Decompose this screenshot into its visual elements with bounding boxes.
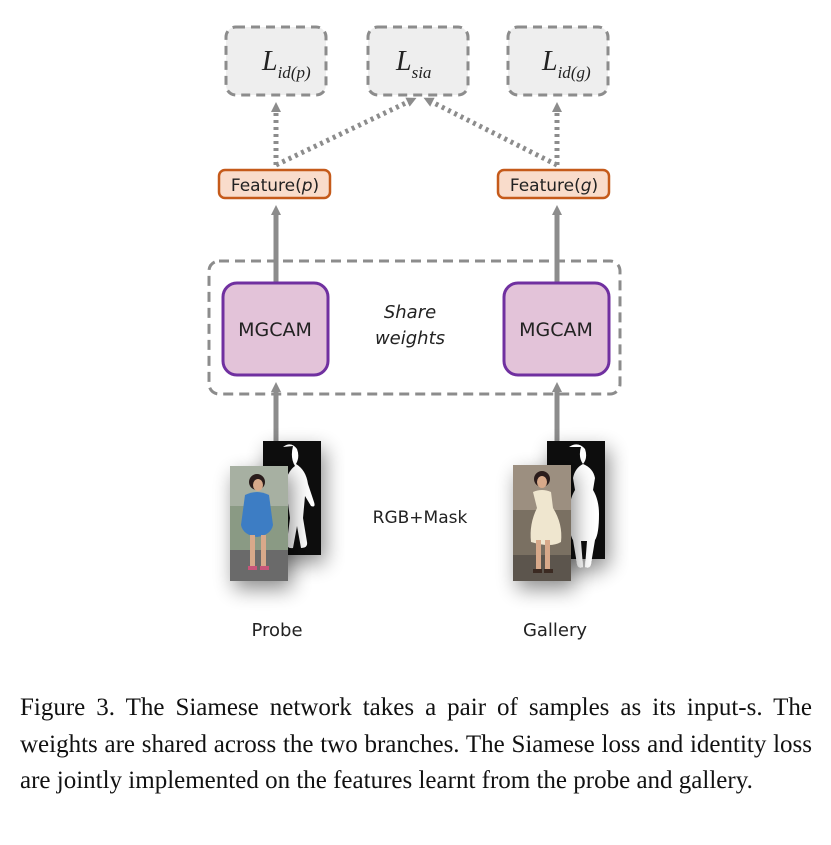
gallery-input-stack [513,441,605,581]
svg-text:Lid(p): Lid(p) [261,46,311,82]
share-weights-line2: weights [375,328,445,349]
probe-input-stack [230,441,321,581]
module-to-feature-arrows [271,205,562,284]
loss-arrows [271,97,562,168]
share-weights-line1: Share [384,302,436,323]
loss-id-gallery-main: L [541,46,558,77]
arrow-feature-p-to-lsia [274,97,417,168]
feature-probe-box: Feature(p) [217,168,332,200]
loss-siamese-main: L [395,46,412,77]
mgcam-gallery-label: MGCAM [519,319,593,341]
probe-rgb-photo [230,466,288,581]
svg-text:Lsia: Lsia [395,46,431,82]
mgcam-gallery-module: MGCAM [502,281,611,377]
loss-id-probe-main: L [261,46,278,77]
input-arrows [271,382,562,444]
svg-text:Feature(p): Feature(p) [231,176,319,196]
loss-id-gallery-paren: (g) [571,63,591,82]
siamese-diagram: Lid(p) Lsia Lid(g) Feature(p) Feature(g)… [207,25,622,641]
loss-id-gallery-sub: id [558,63,572,82]
loss-siamese-box: Lsia [366,25,470,97]
loss-id-gallery-box: Lid(g) [506,25,610,97]
gallery-label: Gallery [523,620,587,641]
probe-label: Probe [251,620,302,641]
gallery-rgb-photo [513,465,571,581]
loss-siamese-sub: sia [412,63,432,82]
figure-caption: Figure 3. The Siamese network takes a pa… [20,694,812,794]
feature-probe-prefix: Feature( [231,176,302,196]
loss-id-probe-box: Lid(p) [224,25,328,97]
loss-id-probe-sub: id [278,63,292,82]
mgcam-probe-module: MGCAM [221,281,330,377]
feature-gallery-box: Feature(g) [496,168,611,200]
svg-text:Lid(g): Lid(g) [541,46,591,82]
mgcam-probe-label: MGCAM [238,319,312,341]
feature-probe-var: p [301,176,313,196]
loss-id-probe-paren: (p) [291,63,311,82]
feature-gallery-suffix: ) [592,176,599,196]
arrow-feature-g-to-lsia [423,97,559,168]
input-type-label: RGB+Mask [373,508,468,528]
feature-probe-suffix: ) [313,176,320,196]
svg-text:Feature(g): Feature(g) [510,176,598,196]
feature-gallery-prefix: Feature( [510,176,581,196]
feature-gallery-var: g [581,176,592,196]
share-weights-container [207,259,622,396]
